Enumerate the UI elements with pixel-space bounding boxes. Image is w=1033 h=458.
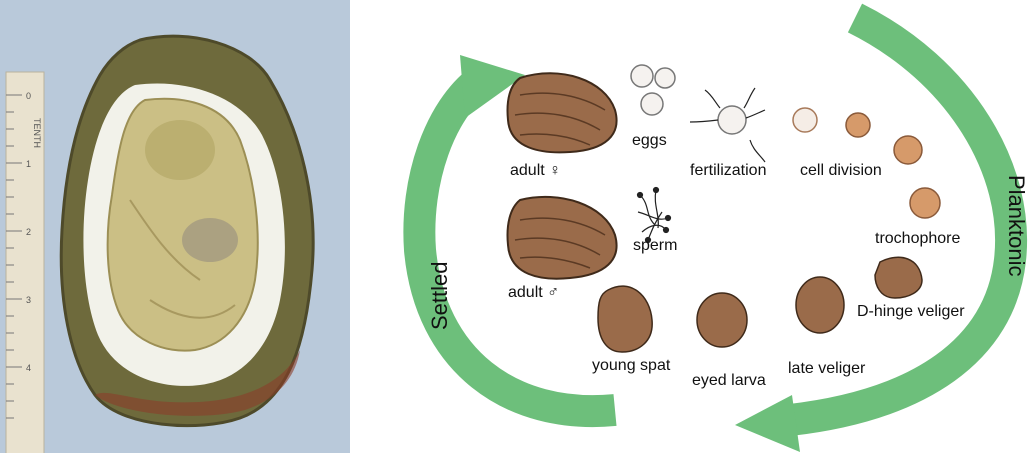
- late-veliger-illustration: [796, 277, 844, 333]
- ruler-caption: TENTH: [32, 118, 42, 148]
- ruler-mark-3: 3: [26, 295, 31, 305]
- adult-female-label: adult ♀: [510, 162, 561, 179]
- ruler-mark-1: 1: [26, 159, 31, 169]
- adult-female-oyster: [508, 73, 617, 152]
- oyster-photo-drawing: 0 1 2 3 4 TENTH: [0, 0, 350, 453]
- ruler: 0 1 2 3 4 TENTH: [6, 72, 44, 453]
- adult-male-label: adult ♂: [508, 284, 559, 301]
- ruler-mark-4: 4: [26, 363, 31, 373]
- adult-male-oyster: [508, 197, 617, 279]
- oyster-life-cycle-diagram: Settled Planktonic adult ♀ adult ♂ eggs: [360, 0, 1033, 453]
- young-spat-illustration: [598, 286, 652, 352]
- oyster-photo: 0 1 2 3 4 TENTH: [0, 0, 350, 453]
- eyed-larva-label: eyed larva: [692, 372, 766, 389]
- trochophore-illustration: [910, 188, 940, 218]
- ruler-mark-2: 2: [26, 227, 31, 237]
- d-hinge-veliger-label: D-hinge veliger: [857, 303, 965, 320]
- planktonic-label: Planktonic: [1004, 175, 1029, 277]
- ruler-mark-0: 0: [26, 91, 31, 101]
- eggs-label: eggs: [632, 132, 667, 149]
- fertilization-illustration: [690, 88, 765, 162]
- late-veliger-label: late veliger: [788, 360, 866, 377]
- cell-division-label: cell division: [800, 162, 882, 179]
- fertilization-label: fertilization: [690, 162, 766, 179]
- sperm-label: sperm: [633, 237, 677, 254]
- eyed-larva-illustration: [697, 293, 747, 347]
- sperm-illustration: [638, 188, 671, 243]
- settled-label: Settled: [427, 262, 452, 331]
- cell-division-illustration: [793, 108, 922, 164]
- young-spat-label: young spat: [592, 357, 671, 374]
- trochophore-label: trochophore: [875, 230, 960, 247]
- d-hinge-veliger-illustration: [875, 257, 922, 298]
- planktonic-arrow: [735, 18, 1011, 452]
- eggs-illustration: [631, 65, 675, 115]
